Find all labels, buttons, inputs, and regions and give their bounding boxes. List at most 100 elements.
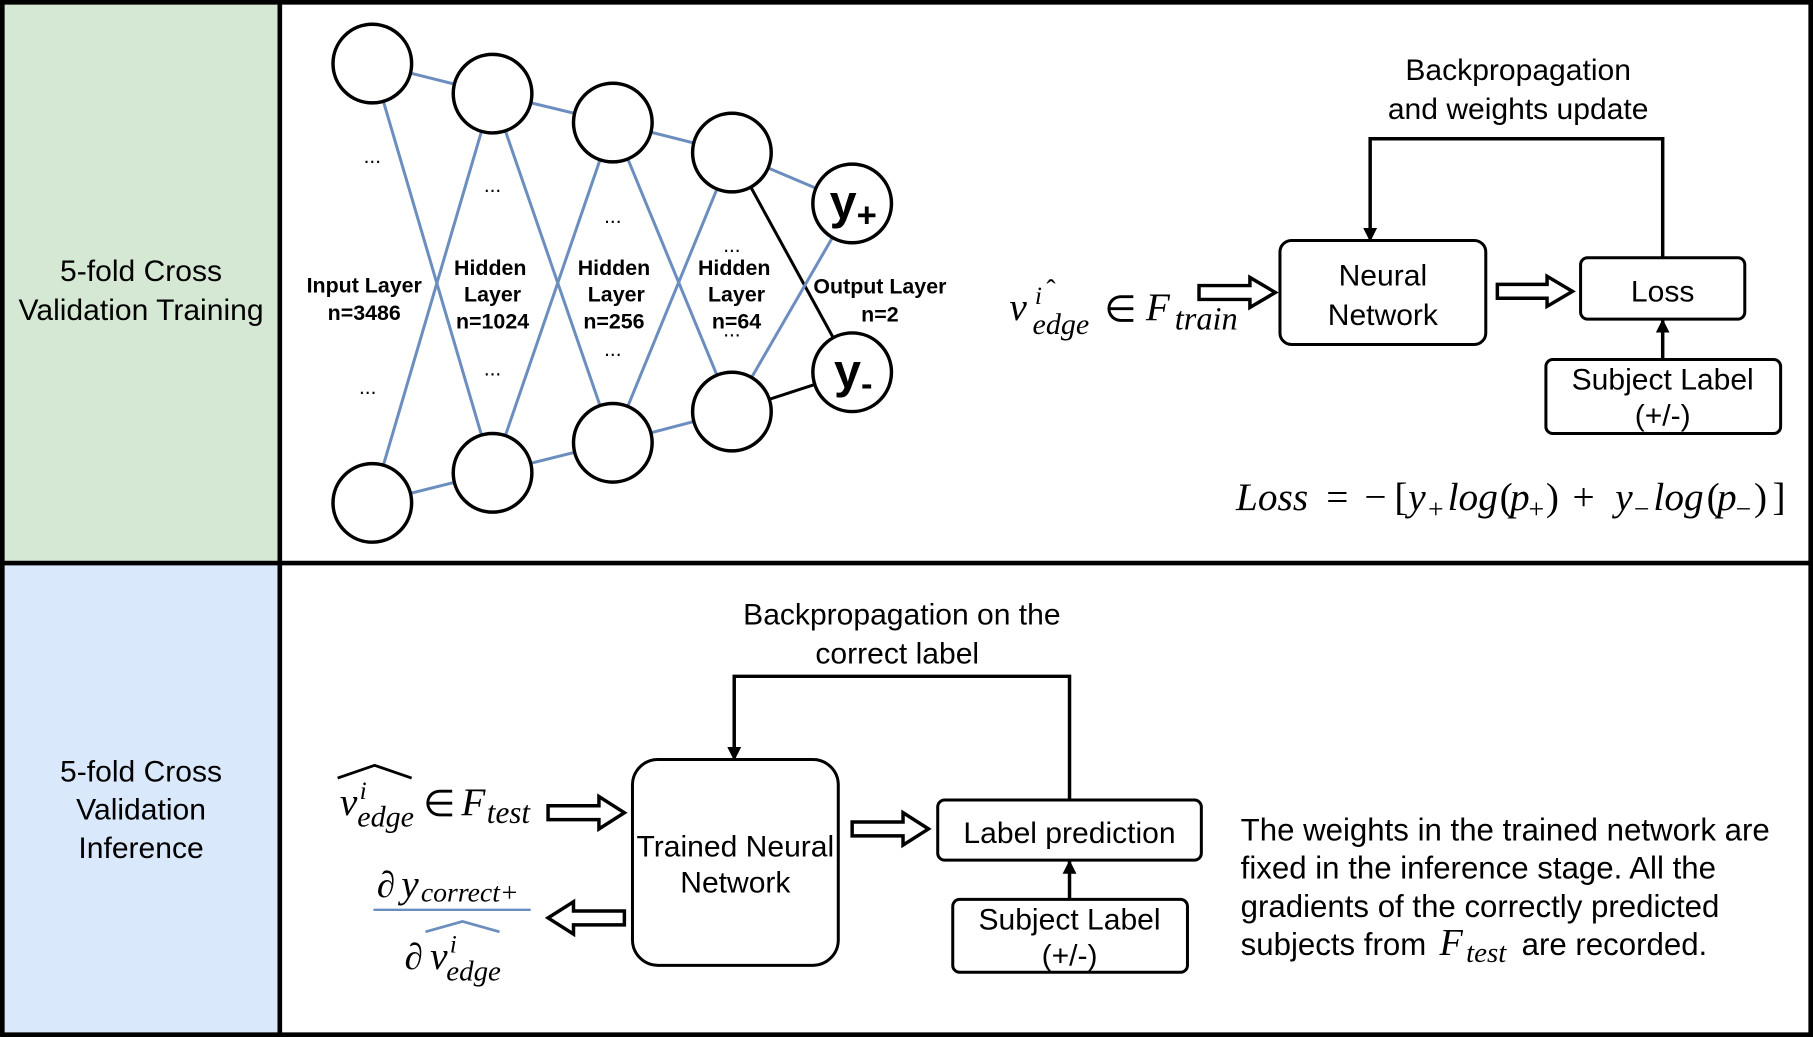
hidden-3-ellipsis-top: ... bbox=[723, 234, 740, 257]
edge-line bbox=[370, 93, 495, 504]
inference-feedback-label-line-1: Backpropagation on the bbox=[743, 598, 1060, 631]
test-formula-set: F bbox=[460, 780, 486, 824]
trained-network-label-line-1: Trained Neural bbox=[637, 831, 835, 864]
inference-feedback-label-line-2: correct label bbox=[815, 638, 979, 671]
hidden-2-node-bottom bbox=[571, 401, 654, 484]
inference-note-line-4-prefix: subjects from bbox=[1241, 927, 1427, 962]
test-formula-sup: i bbox=[360, 776, 367, 805]
hidden-3-ellipsis-bottom: ... bbox=[723, 318, 740, 341]
output-negative-base: y bbox=[834, 344, 861, 398]
loss-formula-neg: − bbox=[1364, 475, 1386, 519]
neural-network-label-line-2: Network bbox=[1328, 299, 1439, 332]
hidden-1-ellipsis-bottom: ... bbox=[484, 358, 501, 381]
loss-formula-open: [ bbox=[1394, 475, 1407, 519]
loss-formula-eq: = bbox=[1326, 475, 1348, 519]
gradient-den-partial: ∂ bbox=[405, 937, 423, 978]
hidden-2-node-top bbox=[571, 81, 654, 164]
loss-formula-t1-rp: ) bbox=[1546, 475, 1559, 519]
edge-line bbox=[491, 122, 615, 474]
hidden-1-ellipsis-top: ... bbox=[484, 174, 501, 197]
inference-subject-label-line-1: Subject Label bbox=[978, 903, 1160, 936]
trained-network-box bbox=[630, 758, 840, 967]
train-formula-op: ∈ bbox=[1104, 289, 1136, 330]
inference-note-line-2: fixed in the inference stage. All the bbox=[1241, 851, 1716, 886]
output-positive-label: y+ bbox=[830, 176, 877, 235]
loss-formula-t2-rp: ) bbox=[1754, 475, 1767, 519]
training-subject-label-line-2: (+/-) bbox=[1635, 399, 1691, 432]
output-positive-sub: + bbox=[857, 197, 877, 235]
hidden-3-title-line-1: Hidden bbox=[698, 256, 770, 280]
train-formula-set: F bbox=[1145, 285, 1171, 329]
train-formula-sub: edge bbox=[1033, 307, 1090, 341]
loss-formula-lhs: Loss bbox=[1235, 475, 1308, 519]
hidden-3-node-top bbox=[690, 111, 773, 194]
input-ellipsis-bottom: ... bbox=[359, 376, 376, 399]
hidden-2-ellipsis-top: ... bbox=[604, 205, 621, 228]
hidden-3-title-line-2: Layer bbox=[708, 283, 765, 307]
loss-formula-t2-fn: log bbox=[1653, 475, 1703, 519]
test-formula-var: v bbox=[340, 780, 358, 824]
loss-formula-t1-arg-sub: + bbox=[1529, 494, 1545, 525]
inference-row-label-line-2: Validation bbox=[76, 794, 206, 827]
loss-formula-t1-var: y bbox=[1404, 475, 1426, 519]
inference-note-set: F bbox=[1439, 922, 1464, 964]
gradient-den-sup: i bbox=[450, 930, 457, 959]
output-node-positive bbox=[811, 162, 894, 245]
output-negative-sub: - bbox=[861, 365, 873, 403]
neural-network-box bbox=[1278, 238, 1488, 347]
trained-network-label-line-2: Network bbox=[680, 866, 791, 899]
loss-formula-t2-arg: p bbox=[1714, 475, 1737, 519]
training-feedback-label-line-2: and weights update bbox=[1388, 93, 1649, 126]
output-layer-title: Output Layer bbox=[813, 275, 946, 299]
loss-formula-t1-lp: ( bbox=[1500, 475, 1513, 519]
input-layer-title: Input Layer bbox=[307, 273, 422, 297]
inference-row-label-line-1: 5-fold Cross bbox=[60, 756, 222, 789]
hidden-1-title-line-2: Layer bbox=[464, 283, 521, 307]
train-formula-var: v bbox=[1009, 285, 1027, 329]
output-positive-base: y bbox=[830, 176, 857, 230]
train-formula-sup: i bbox=[1035, 281, 1042, 310]
train-formula-set-sub: train bbox=[1175, 301, 1238, 337]
loss-formula-t1-arg: p bbox=[1507, 475, 1530, 519]
input-ellipsis-top: ... bbox=[364, 145, 381, 168]
training-subject-label-line-1: Subject Label bbox=[1572, 364, 1754, 397]
network-nodes bbox=[331, 22, 894, 544]
hidden-2-title-line-1: Hidden bbox=[578, 256, 650, 280]
inference-note-set-sub: test bbox=[1466, 937, 1507, 969]
input-node-bottom bbox=[331, 461, 414, 544]
loss-formula-t2-lp: ( bbox=[1707, 475, 1720, 519]
training-row-label-line-2: Validation Training bbox=[19, 294, 264, 327]
loss-formula-t2-arg-sub: − bbox=[1736, 494, 1752, 525]
test-input-arrow bbox=[546, 793, 628, 833]
hidden-1-node-bottom bbox=[451, 431, 534, 514]
output-node-negative bbox=[811, 331, 894, 414]
loss-formula-t1-sub: + bbox=[1428, 494, 1444, 525]
gradient-output-arrow bbox=[544, 898, 627, 938]
edge-line-to-negative bbox=[730, 151, 854, 373]
gradient-num-var: y bbox=[397, 862, 419, 906]
gradient-num-partial: ∂ bbox=[377, 865, 395, 906]
label-prediction-text: Label prediction bbox=[963, 817, 1175, 850]
loss-formula-t2-sub: − bbox=[1634, 494, 1650, 525]
neural-network-label-line-1: Neural bbox=[1339, 260, 1428, 293]
train-formula-hat: ˆ bbox=[1046, 274, 1056, 305]
hidden-1-title-line-1: Hidden bbox=[454, 256, 526, 280]
inference-feedback-arrow bbox=[727, 674, 1072, 801]
hidden-1-node-top bbox=[451, 52, 534, 135]
input-node-top bbox=[331, 22, 414, 105]
edge-line bbox=[491, 93, 615, 444]
hidden-1-size: n=1024 bbox=[456, 309, 529, 333]
training-row-label-line-1: 5-fold Cross bbox=[60, 255, 222, 288]
hidden-2-title-line-2: Layer bbox=[588, 283, 645, 307]
inference-note-line-1: The weights in the trained network are bbox=[1241, 812, 1770, 847]
loss-box-label: Loss bbox=[1631, 276, 1694, 309]
training-feedback-arrow bbox=[1363, 136, 1665, 258]
loss-formula-t1-fn: log bbox=[1448, 475, 1498, 519]
hidden-3-node-bottom bbox=[690, 370, 773, 453]
network-to-prediction-arrow bbox=[850, 809, 932, 849]
training-row-label-cell bbox=[3, 3, 280, 564]
input-layer-size: n=3486 bbox=[328, 301, 401, 325]
